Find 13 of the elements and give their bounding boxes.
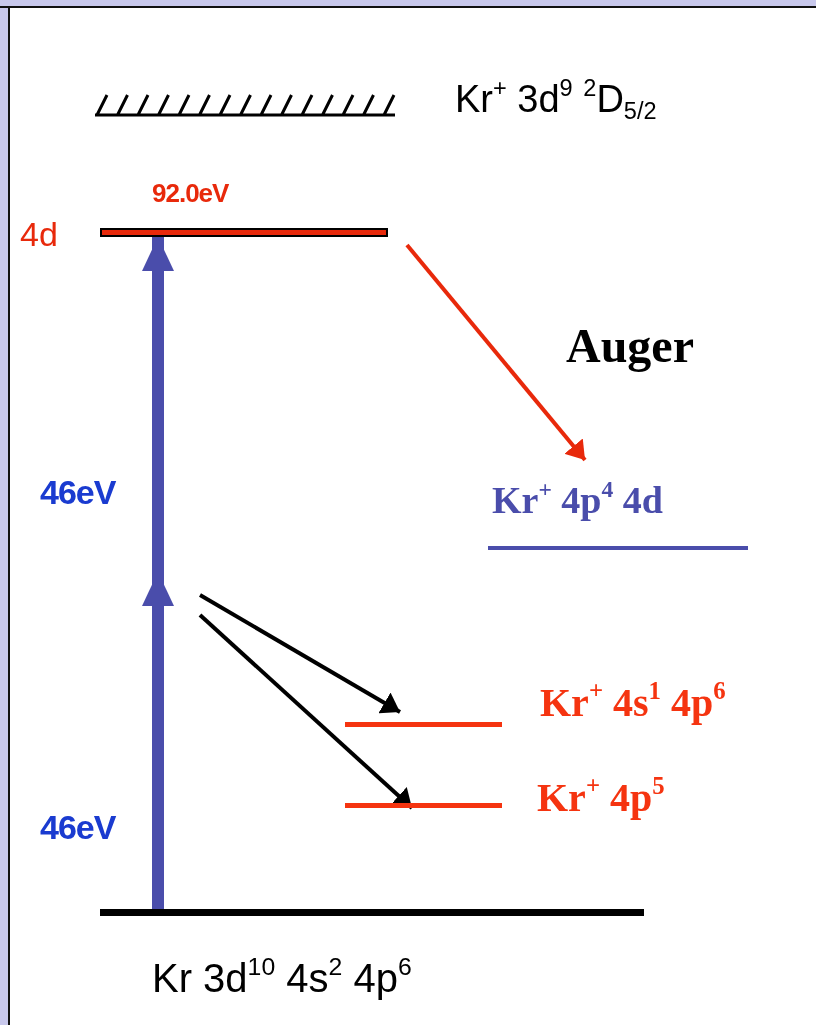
edge-label: Auger — [566, 322, 694, 370]
energy-value: 92.0eV — [152, 180, 229, 206]
level-label: Kr$^{+}$ 3d$^{9}$ $^{2}$D$_{5/2}$ — [455, 80, 657, 118]
level-label: 4d — [20, 217, 58, 251]
level-label: Kr$^{+}$ 4p$^{4}$ 4d — [492, 481, 663, 519]
arrow — [199, 593, 401, 714]
level-label: Kr 3d$^{10}$ 4s$^{2}$ 4p$^{6}$ — [152, 958, 412, 998]
level-label: Kr$^{+}$ 4p$^{5}$ — [537, 778, 665, 818]
edge-label: 46eV — [40, 475, 116, 509]
arrow — [405, 243, 587, 462]
edge-label: 46eV — [40, 810, 116, 844]
arrow — [198, 613, 414, 810]
level-label: Kr$^{+}$ 4s$^{1}$ 4p$^{6}$ — [540, 683, 726, 723]
